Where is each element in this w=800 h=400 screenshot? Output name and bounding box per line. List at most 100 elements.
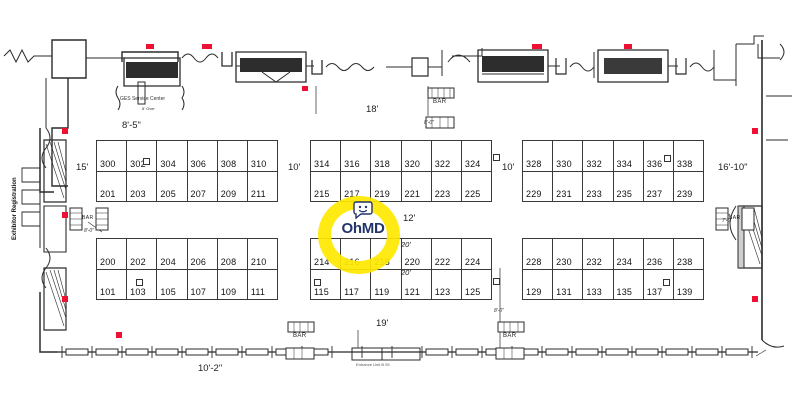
booth-cell[interactable]: 204 <box>156 239 186 269</box>
booth-block-right-lower[interactable]: 228 230 232 234 236 238 129 131 133 135 … <box>522 238 704 300</box>
booth-cell[interactable]: 210 <box>246 239 277 269</box>
dimension-booth-20-a: 20' <box>401 240 411 249</box>
booth-cell[interactable]: 232 <box>582 239 612 269</box>
booth-cell[interactable]: 109 <box>216 269 247 299</box>
booth-cell[interactable]: 133 <box>582 269 612 299</box>
booth-cell[interactable]: 228 <box>523 239 552 269</box>
booth-cell[interactable]: 203 <box>126 171 156 201</box>
booth-cell[interactable]: 217 <box>340 171 370 201</box>
booth-cell[interactable]: 200 <box>97 239 126 269</box>
booth-cell[interactable]: 101 <box>97 270 126 300</box>
booth-cell[interactable]: 308 <box>216 141 247 171</box>
booth-cell[interactable]: 129 <box>523 270 552 300</box>
booth-cell[interactable]: 334 <box>612 141 643 171</box>
booth-row: 101 103 105 107 109 111 <box>97 268 277 300</box>
booth-marker-icon <box>136 279 144 286</box>
booth-cell[interactable]: 202 <box>126 239 156 269</box>
booth-cell[interactable]: 225 <box>460 171 491 201</box>
booth-cell[interactable]: 208 <box>216 239 247 269</box>
booth-number: 239 <box>676 189 693 199</box>
booth-cell[interactable]: 332 <box>582 141 612 171</box>
booth-cell[interactable]: 320 <box>400 141 431 171</box>
booth-cell[interactable]: 236 <box>642 239 673 269</box>
dimension-right: 16'-10" <box>718 162 748 173</box>
booth-cell[interactable]: 304 <box>156 141 186 171</box>
booth-cell[interactable]: 310 <box>246 141 277 171</box>
booth-cell[interactable]: 207 <box>186 171 217 201</box>
booth-cell[interactable]: 209 <box>216 171 247 201</box>
booth-cell[interactable]: 336 <box>642 141 673 171</box>
dimension-booth-12: 12' <box>403 213 416 224</box>
booth-block-right-upper[interactable]: 328 330 332 334 336 338 229 231 233 235 … <box>522 140 704 202</box>
booth-cell[interactable]: 214 <box>311 239 340 269</box>
booth-cell[interactable]: 233 <box>582 171 612 201</box>
booth-number: 214 <box>314 256 330 267</box>
booth-cell[interactable]: 135 <box>612 269 643 299</box>
booth-cell[interactable]: 300 <box>97 141 126 171</box>
booth-cell[interactable]: 103 <box>126 269 156 299</box>
booth-block-left-lower[interactable]: 200 202 204 206 208 210 101 103 105 107 … <box>96 238 278 300</box>
booth-cell[interactable]: 131 <box>552 269 582 299</box>
booth-cell[interactable]: 223 <box>430 171 461 201</box>
ges-service-center-sublabel: 8' Over <box>142 106 155 111</box>
booth-cell[interactable]: 229 <box>523 172 552 202</box>
booth-block-center-upper[interactable]: 314 316 318 320 322 324 215 217 219 221 … <box>310 140 501 202</box>
booth-cell[interactable]: 302 <box>126 141 156 171</box>
booth-cell[interactable]: 211 <box>246 171 277 201</box>
booth-cell[interactable]: 201 <box>97 172 126 202</box>
booth-cell[interactable]: 221 <box>400 171 431 201</box>
booth-cell[interactable]: 107 <box>186 269 217 299</box>
booth-number: 304 <box>160 158 176 169</box>
booth-row: 129 131 133 135 137 139 <box>523 268 703 300</box>
booth-number: 318 <box>374 158 390 169</box>
fire-safety-markers <box>62 44 758 338</box>
booth-cell[interactable]: 119 <box>370 269 400 299</box>
booth-cell[interactable]: 220 <box>400 239 431 269</box>
booth-cell[interactable]: 306 <box>186 141 217 171</box>
booth-cell[interactable]: 125 <box>460 269 501 299</box>
booth-number: 320 <box>404 158 421 169</box>
booth-cell[interactable]: 234 <box>612 239 643 269</box>
booth-number: 232 <box>586 256 602 267</box>
booth-number: 105 <box>160 287 176 297</box>
booth-marker-icon <box>143 157 151 165</box>
booth-cell[interactable]: 322 <box>430 141 461 171</box>
booth-cell[interactable]: 111 <box>246 269 277 299</box>
booth-number: 336 <box>646 158 663 169</box>
booth-cell[interactable]: 121 <box>400 269 431 299</box>
booth-cell[interactable]: 237 <box>642 171 673 201</box>
booth-cell[interactable]: 115 <box>311 270 340 300</box>
booth-cell[interactable]: 224 <box>460 239 491 269</box>
booth-cell[interactable]: 137 <box>642 269 673 299</box>
booth-cell[interactable]: 324 <box>460 141 501 171</box>
booth-cell[interactable]: 222 <box>430 239 461 269</box>
booth-cell[interactable]: 235 <box>612 171 643 201</box>
booth-number: 117 <box>344 287 360 297</box>
booth-cell[interactable]: 231 <box>552 171 582 201</box>
booth-cell[interactable]: 105 <box>156 269 186 299</box>
booth-cell[interactable]: 330 <box>552 141 582 171</box>
booth-cell[interactable]: 205 <box>156 171 186 201</box>
booth-cell[interactable]: 219 <box>370 171 400 201</box>
booth-cell[interactable]: 338 <box>672 141 703 171</box>
booth-cell[interactable]: 117 <box>340 269 370 299</box>
booth-cell[interactable]: 318 <box>370 141 400 171</box>
booth-block-left-upper[interactable]: 300 302 304 306 308 310 201 203 205 207 … <box>96 140 278 202</box>
booth-cell[interactable]: 206 <box>186 239 217 269</box>
booth-cell[interactable]: 139 <box>672 269 703 299</box>
booth-number: 208 <box>220 256 237 267</box>
booth-number: 222 <box>434 256 451 267</box>
booth-cell[interactable]: 316 <box>340 141 370 171</box>
booth-cell[interactable]: 215 <box>311 172 340 202</box>
bar-label-bottom-left: BAR <box>293 333 307 339</box>
booth-cell[interactable]: 238 <box>672 239 703 269</box>
ohmd-wordmark: OhMD <box>341 220 385 237</box>
booth-cell[interactable]: 314 <box>311 141 340 171</box>
booth-cell[interactable]: 328 <box>523 141 552 171</box>
booth-cell[interactable]: 239 <box>672 171 703 201</box>
ges-service-center-label: GES Service Center <box>120 96 166 102</box>
booth-cell[interactable]: 230 <box>552 239 582 269</box>
dimension-bottom-19: 19' <box>376 318 389 329</box>
booth-number: 133 <box>586 287 602 297</box>
booth-cell[interactable]: 123 <box>430 269 461 299</box>
